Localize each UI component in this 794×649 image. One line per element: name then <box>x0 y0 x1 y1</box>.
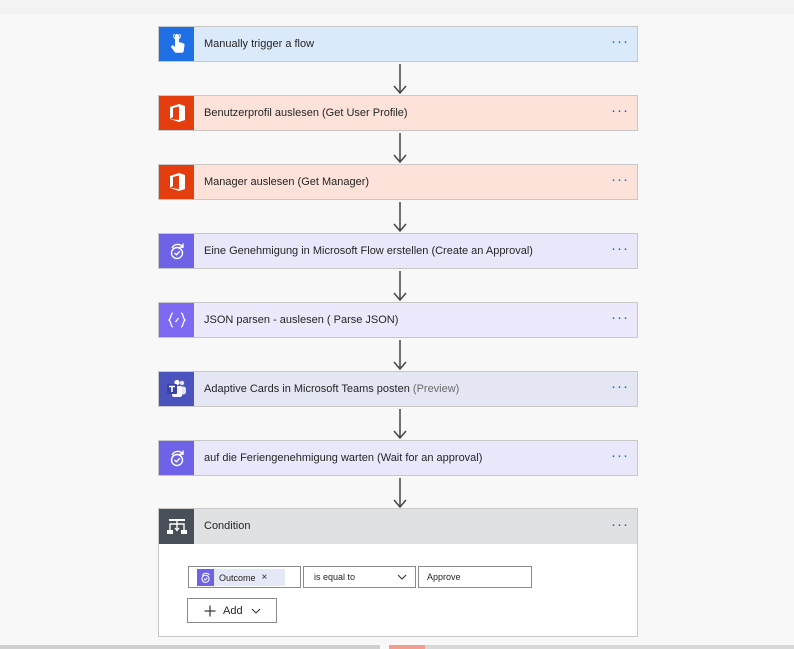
add-label: Add <box>223 604 243 617</box>
step-label: JSON parsen - auslesen ( Parse JSON) <box>204 314 399 326</box>
connector-arrow <box>393 271 407 302</box>
connector-arrow <box>393 478 407 509</box>
plus-icon <box>204 605 216 616</box>
step-parse-json[interactable]: JSON parsen - auslesen ( Parse JSON) ··· <box>158 302 638 338</box>
approval-icon <box>197 569 214 586</box>
right-operand-value: Approve <box>427 572 461 582</box>
more-options-button[interactable]: ··· <box>611 516 629 533</box>
step-label: Manager auslesen (Get Manager) <box>204 176 370 188</box>
step-label: Benutzerprofil auslesen (Get User Profil… <box>204 107 408 119</box>
approval-icon <box>159 441 194 475</box>
more-options-button[interactable]: ··· <box>611 102 629 119</box>
remove-token-button[interactable]: × <box>261 572 268 583</box>
office-icon <box>159 96 194 130</box>
step-get-manager[interactable]: Manager auslesen (Get Manager) ··· <box>158 164 638 200</box>
approval-icon <box>159 234 194 268</box>
operator-value: is equal to <box>314 572 356 582</box>
teams-icon <box>159 372 194 406</box>
more-options-button[interactable]: ··· <box>611 33 629 50</box>
chevron-down-icon <box>397 574 407 580</box>
connector-arrow <box>393 340 407 371</box>
preview-tag: (Preview) <box>409 383 460 395</box>
outcome-token: Outcome × <box>197 569 285 586</box>
chevron-down-icon <box>251 608 260 614</box>
step-manual-trigger[interactable]: Manually trigger a flow ··· <box>158 26 638 62</box>
more-options-button[interactable]: ··· <box>611 309 629 326</box>
more-options-button[interactable]: ··· <box>611 240 629 257</box>
step-wait-for-approval[interactable]: auf die Feriengenehmigung warten (Wait f… <box>158 440 638 476</box>
curly-braces-icon <box>159 303 194 337</box>
connector-arrow <box>393 202 407 233</box>
bottom-edge-divider <box>0 645 380 649</box>
more-options-button[interactable]: ··· <box>611 447 629 464</box>
condition-right-operand[interactable]: Approve <box>418 566 532 588</box>
step-label: Eine Genehmigung in Microsoft Flow erste… <box>204 245 533 257</box>
condition-header[interactable]: Condition ··· <box>159 509 637 544</box>
connector-arrow <box>393 133 407 164</box>
hand-tap-icon <box>159 27 194 61</box>
step-label: Manually trigger a flow <box>204 38 315 50</box>
condition-card: Condition ··· Outcome × is equal to Appr… <box>158 508 638 637</box>
bottom-edge-card <box>389 645 425 649</box>
condition-title: Condition <box>204 520 251 532</box>
step-create-approval[interactable]: Eine Genehmigung in Microsoft Flow erste… <box>158 233 638 269</box>
top-band <box>0 0 794 14</box>
step-label-text: Adaptive Cards in Microsoft Teams posten <box>204 383 410 395</box>
office-icon <box>159 165 194 199</box>
step-teams-adaptive-card[interactable]: Adaptive Cards in Microsoft Teams posten… <box>158 371 638 407</box>
step-label: auf die Feriengenehmigung warten (Wait f… <box>204 452 483 464</box>
more-options-button[interactable]: ··· <box>611 171 629 188</box>
step-label: Adaptive Cards in Microsoft Teams posten… <box>204 372 459 406</box>
operator-dropdown[interactable]: is equal to <box>303 566 416 588</box>
condition-left-operand[interactable]: Outcome × <box>188 566 301 588</box>
connector-arrow <box>393 409 407 440</box>
connector-arrow <box>393 64 407 95</box>
more-options-button[interactable]: ··· <box>611 378 629 395</box>
token-label: Outcome <box>219 572 256 583</box>
bottom-edge-card-rest <box>425 645 794 649</box>
add-button[interactable]: Add <box>187 598 277 623</box>
condition-icon <box>159 509 194 544</box>
step-get-user-profile[interactable]: Benutzerprofil auslesen (Get User Profil… <box>158 95 638 131</box>
